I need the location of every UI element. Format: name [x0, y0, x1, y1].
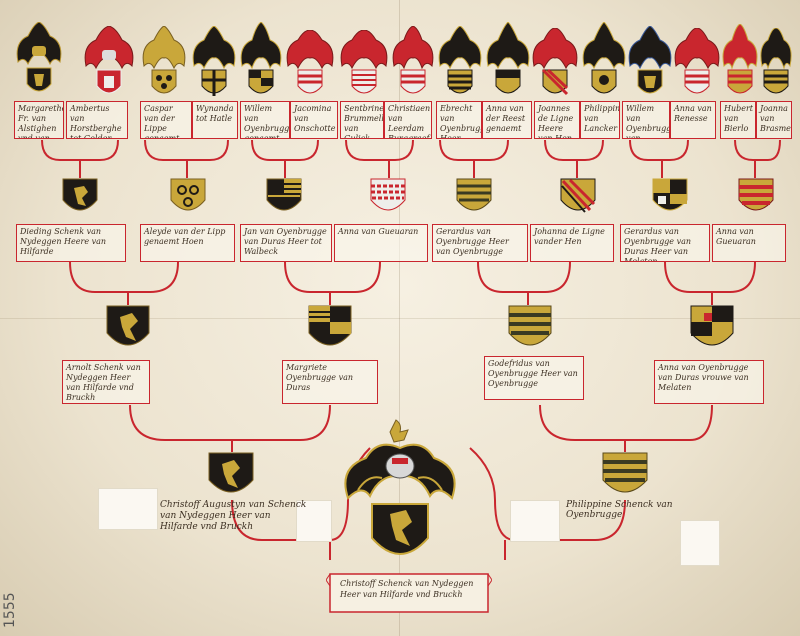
shield-row3-1-icon: [106, 305, 150, 346]
ancestor-box-9: Ebrecht van Oyenbrugge Heer: [436, 101, 482, 139]
ancestor-box-2: Ambertus van Horstberghe tot Gelder: [66, 101, 128, 139]
central-coat-of-arms-icon: [344, 419, 456, 555]
ancestor-box-5: Willem van Oyenbrugge genaemt: [240, 101, 290, 139]
ancestor-box-6: Jacomina van Onschotte: [290, 101, 338, 139]
shield-row3-4-icon: [690, 305, 734, 346]
ancestor-box-row2-4: Anna van Gueuaran: [334, 224, 428, 262]
subject-mother-text: Philippine Schenck van Oyenbrugge: [566, 500, 673, 520]
shield-row3-2-icon: [308, 305, 352, 346]
crest-13-icon: [628, 26, 672, 94]
fold-line-vertical: [399, 0, 400, 636]
crest-4-icon: [192, 26, 236, 96]
name-banner: [326, 573, 492, 613]
crest-2-icon: [84, 26, 134, 94]
ancestor-box-row2-6: Johanna de Ligne vander Hen: [530, 224, 614, 262]
subject-father-text: Christoff Augustyn van Schenck van Nydeg…: [160, 500, 307, 532]
shield-row2-3-icon: [266, 178, 302, 211]
ancestor-box-8: Christiaen van Leerdam Burggraef: [384, 101, 432, 139]
banner-text: Christoff Schenck van Nydeggen Heer van …: [340, 579, 474, 599]
shield-row2-4-icon: [370, 178, 406, 211]
crest-5-icon: [240, 22, 282, 94]
ancestor-box-1: Margarethe Fr. van Alstighen vnd van Bro…: [14, 101, 64, 139]
paper-patch: [98, 488, 158, 530]
ancestor-box-row2-8: Anna van Gueuaran: [712, 224, 786, 262]
ancestor-box-10: Anna van der Reest genaemt: [482, 101, 532, 139]
ancestor-box-11: Joannes de Ligne Heere van Hen: [534, 101, 580, 139]
ancestor-box-12: Philippine van Lancker: [580, 101, 620, 139]
shield-row2-1-icon: [62, 178, 98, 211]
crest-15-icon: [722, 24, 758, 94]
crest-8-icon: [392, 26, 434, 94]
ancestor-box-4: Wynanda tot Hatle: [192, 101, 238, 139]
shield-row2-7-icon: [652, 178, 688, 211]
ancestor-box-13: Willem van Oyenbrugge van Dieren: [622, 101, 670, 139]
crest-10-icon: [486, 22, 530, 94]
shield-row2-2-icon: [170, 178, 206, 211]
crest-7-icon: [340, 30, 388, 94]
archive-number: 1555: [2, 592, 18, 628]
paper-patch: [680, 520, 720, 566]
crest-9-icon: [438, 26, 482, 94]
fold-line-horizontal: [0, 318, 800, 319]
ancestor-box-row2-7: Gerardus van Oyenbrugge van Duras Heer v…: [620, 224, 710, 262]
ancestor-box-row2-3: Jan van Oyenbrugge van Duras Heer tot Wa…: [240, 224, 332, 262]
crest-3-icon: [142, 26, 186, 94]
shield-row4-2-icon: [602, 452, 648, 493]
crest-11-icon: [532, 28, 578, 96]
crest-12-icon: [582, 22, 626, 94]
shield-row2-6-icon: [560, 178, 596, 213]
ancestor-box-15: Hubert van Bierlo: [720, 101, 756, 139]
ancestor-box-14: Anna van Renesse: [670, 101, 716, 139]
ancestor-box-row2-1: Dieding Schenk van Nydeggen Heere van Hi…: [16, 224, 126, 262]
ancestor-box-row3-4: Anna van Oyenbrugge van Duras vrouwe van…: [654, 360, 764, 404]
crest-6-icon: [286, 30, 334, 94]
ancestor-box-row3-1: Arnolt Schenk van Nydeggen Heer van Hilf…: [62, 360, 150, 404]
paper-patch: [510, 500, 560, 542]
ancestor-box-16: Joanna van Brasmer: [756, 101, 792, 139]
ancestor-box-row2-5: Gerardus van Oyenbrugge Heer van Oyenbru…: [432, 224, 528, 262]
ancestor-box-7: Sentbrine Brummell van Gulick: [340, 101, 384, 139]
shield-row3-3-icon: [508, 305, 552, 346]
shield-row4-1-icon: [208, 452, 254, 493]
ancestor-box-3: Caspar van der Lippe genaemt Hoen: [140, 101, 192, 139]
paper-patch: [296, 500, 332, 542]
crest-16-icon: [760, 28, 792, 94]
crest-1-icon: [16, 22, 62, 92]
ancestor-box-row3-2: Margriete Oyenbrugge van Duras: [282, 360, 378, 404]
ancestor-box-row3-3: Godefridus van Oyenbrugge Heer van Oyenb…: [484, 356, 584, 400]
shield-row2-8-icon: [738, 178, 774, 211]
ancestor-box-row2-2: Aleyde van der Lipp genaemt Hoen: [140, 224, 235, 262]
shield-row2-5-icon: [456, 178, 492, 211]
crest-14-icon: [674, 28, 720, 94]
